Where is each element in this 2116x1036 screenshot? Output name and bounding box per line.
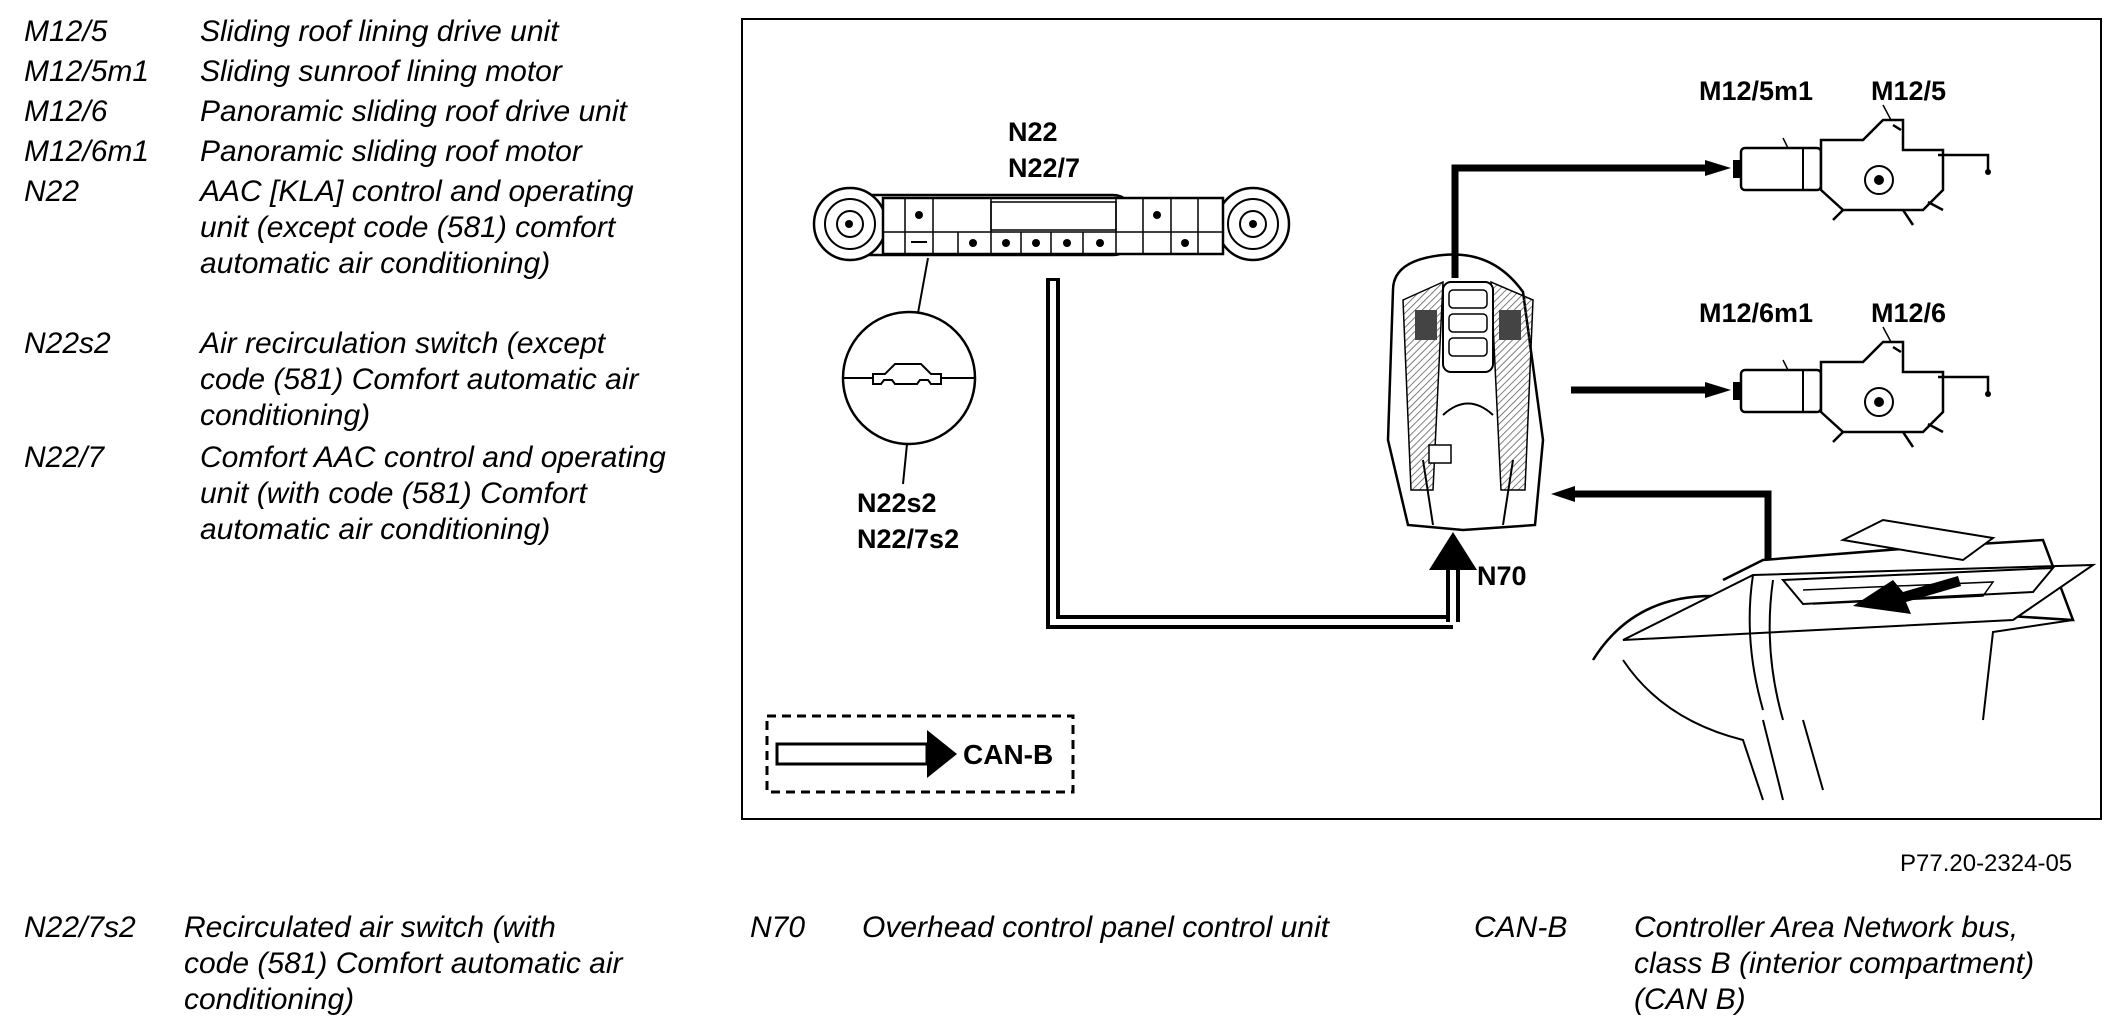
figure-reference: P77.20-2324-05 (1900, 850, 2073, 877)
arrow-to-m12-5 (1451, 160, 1731, 278)
legend-desc: Overhead control panel control unit (862, 911, 1329, 944)
legend-item: M12/6 Panoramic sliding roof drive unit (24, 94, 670, 130)
legend-item: N22 AAC [KLA] control and operating unit… (24, 174, 670, 282)
legend-code: N22 (24, 175, 80, 208)
arrow-from-sunroof (1551, 486, 1772, 560)
legend-desc: Panoramic sliding roof drive unit (200, 95, 627, 128)
legend-code: N22s2 (24, 327, 111, 360)
label-m12-6: M12/6 (1871, 298, 1946, 328)
legend-desc: Panoramic sliding roof motor (200, 135, 582, 168)
recirculation-switch-drawing (841, 257, 977, 485)
label-m12-5: M12/5 (1871, 76, 1946, 106)
label-can-b: CAN-B (963, 739, 1053, 770)
legend-item: M12/5 Sliding roof lining drive unit (24, 14, 670, 50)
legend-item: N22s2 Air recirculation switch (except c… (24, 326, 670, 434)
car-roof-drawing (1591, 518, 2097, 801)
legend-code: N70 (750, 911, 806, 944)
legend-desc: Controller Area Network bus, class B (in… (1634, 911, 2035, 1016)
overhead-control-panel-drawing (1386, 253, 1545, 532)
label-n22-7: N22/7 (1008, 153, 1080, 183)
motor-m12-5-drawing (1733, 104, 1991, 226)
can-b-bus-line (1046, 278, 1477, 629)
legend-desc: AAC [KLA] control and operating unit (ex… (200, 175, 634, 280)
legend-item: M12/6m1 Panoramic sliding roof motor (24, 134, 670, 170)
label-m12-6m1: M12/6m1 (1699, 298, 1813, 328)
label-n22: N22 (1008, 117, 1058, 147)
label-n22s2: N22s2 (857, 488, 937, 518)
legend-desc: Air recirculation switch (except code (5… (200, 327, 639, 432)
motor-m12-6-drawing (1733, 326, 1991, 448)
aac-control-unit-drawing (812, 186, 1291, 262)
legend-code: CAN-B (1474, 911, 1568, 944)
legend-desc: Sliding roof lining drive unit (200, 15, 559, 48)
legend-code: M12/5m1 (24, 55, 150, 88)
can-b-legend-box (765, 714, 1075, 794)
arrow-to-m12-6 (1571, 382, 1731, 398)
legend-code: N22/7 (24, 441, 105, 474)
legend-item: M12/5m1 Sliding sunroof lining motor (24, 54, 670, 90)
label-m12-5m1: M12/5m1 (1699, 76, 1813, 106)
legend-item: N22/7 Comfort AAC control and operating … (24, 440, 670, 548)
legend-code: N22/7s2 (24, 911, 136, 944)
legend-item: N22/7s2 Recirculated air switch (with co… (24, 910, 624, 1018)
legend-desc: Recirculated air switch (with code (581)… (184, 911, 623, 1016)
diagram-canvas: N22 N22/7 N22s2 N22/7s2 (765, 76, 2097, 801)
diagram-frame: N22 N22/7 N22s2 N22/7s2 (741, 18, 2102, 820)
label-n22-7s2: N22/7s2 (857, 524, 959, 554)
legend-code: M12/5 (24, 15, 108, 48)
legend-item: N70 Overhead control panel control unit (750, 910, 1442, 946)
legend-code: M12/6m1 (24, 135, 150, 168)
label-n70: N70 (1477, 561, 1527, 591)
legend-desc: Sliding sunroof lining motor (200, 55, 562, 88)
legend-desc: Comfort AAC control and operating unit (… (200, 441, 666, 546)
legend-item: CAN-B Controller Area Network bus, class… (1474, 910, 2094, 1018)
legend-code: M12/6 (24, 95, 108, 128)
